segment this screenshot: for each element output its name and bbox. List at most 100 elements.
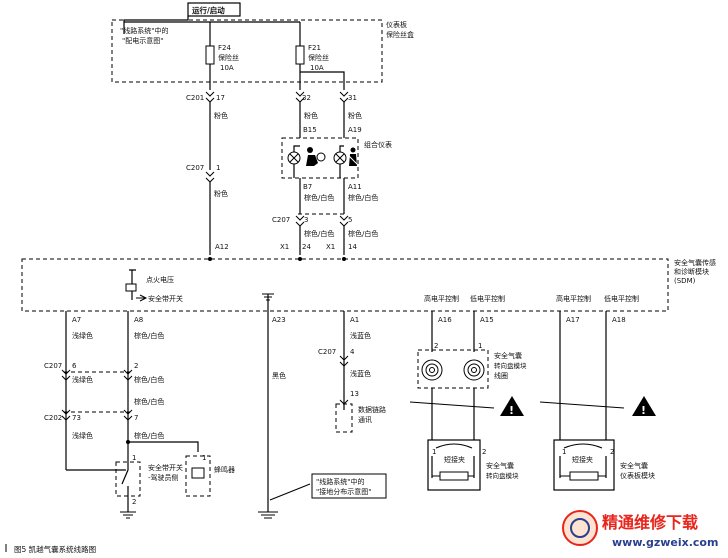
wheel-module-pin-2: 2 bbox=[482, 448, 486, 456]
seatbelt-lamp-cross bbox=[335, 153, 345, 163]
high-control-2: 高电平控制 bbox=[556, 294, 591, 303]
pin-5: 5 bbox=[348, 216, 352, 224]
belt-switch-label-2: -驾驶员侧 bbox=[148, 473, 179, 482]
wire-label-lightgreen-3: 浅绿色 bbox=[72, 431, 93, 440]
c207-arrow-left bbox=[205, 171, 215, 183]
pin-a17: A17 bbox=[566, 316, 580, 324]
pin-4: 4 bbox=[350, 348, 355, 356]
wire-label-pink-1: 粉色 bbox=[214, 111, 228, 120]
wire-label-brown-white-8: 棕色/白色 bbox=[134, 431, 164, 440]
belt-switch-input-label: 安全带开关 bbox=[148, 294, 183, 303]
short-bar-clip-1 bbox=[435, 443, 473, 449]
coil-pin-2: 2 bbox=[434, 342, 438, 350]
wheel-squib-icon bbox=[439, 471, 469, 481]
c207-arrow-mid-a bbox=[295, 215, 305, 227]
wire-cluster-in-2 bbox=[339, 124, 345, 152]
power-distribution-note-1: "线路系统"中的 bbox=[120, 26, 168, 35]
ip-module-pin-2: 2 bbox=[610, 448, 614, 456]
sdm-ground-symbol bbox=[262, 293, 274, 301]
fuse-f21-desc: 保险丝 bbox=[308, 53, 329, 62]
wire-coil-to-module bbox=[431, 388, 475, 448]
buzzer-icon bbox=[191, 467, 205, 479]
pin-24: 24 bbox=[302, 243, 311, 251]
wire-label-pink-2: 粉色 bbox=[304, 111, 318, 120]
short-bar-clip-2 bbox=[563, 443, 603, 449]
fuse-f21-amp: 10A bbox=[310, 64, 324, 72]
low-control-1: 低电平控制 bbox=[470, 294, 505, 303]
pin-31: 31 bbox=[348, 94, 357, 102]
ip-break-line bbox=[539, 401, 625, 409]
warning-triangle-icon-2: ! bbox=[632, 396, 656, 417]
pin-a19: A19 bbox=[348, 126, 362, 134]
wire-label-brown-white-6: 棕色/白色 bbox=[134, 375, 164, 384]
coil-label-3: 线圈 bbox=[494, 371, 508, 380]
fuse-f24 bbox=[205, 45, 215, 65]
ign-voltage-label: 点火电压 bbox=[146, 275, 174, 284]
ground-note-leader bbox=[269, 483, 311, 501]
fuse-block-outline bbox=[111, 19, 383, 83]
fuse-f24-name: F24 bbox=[218, 44, 231, 52]
sdm-title-2: 和诊断模块 bbox=[674, 267, 709, 276]
c202-arrow-b bbox=[123, 409, 133, 421]
buzzer-pin-1: 1 bbox=[202, 454, 206, 462]
wire-f21-branch bbox=[300, 71, 345, 90]
c207-lower-arrow-b bbox=[123, 369, 133, 381]
pin-13: 13 bbox=[350, 390, 359, 398]
belt-switch-label-1: 安全带开关 bbox=[148, 463, 183, 472]
wire-cluster-out-2 bbox=[339, 164, 345, 200]
wheel-module-label-1: 安全气囊 bbox=[486, 461, 514, 470]
pin-7: 7 bbox=[134, 414, 138, 422]
wire-label-brown-white-1: 棕色/白色 bbox=[304, 193, 334, 202]
airbag-warning-symbol-icon bbox=[306, 147, 326, 166]
connector-c201: C201 bbox=[186, 94, 204, 102]
run-start-label: 运行/启动 bbox=[192, 5, 225, 15]
ip-squib-icon bbox=[569, 471, 599, 481]
seatbelt-warning-symbol-icon bbox=[347, 147, 359, 166]
coil-break-line bbox=[409, 401, 495, 409]
sdm-title-1: 安全气囊传感 bbox=[674, 258, 716, 267]
pin-32: 32 bbox=[302, 94, 311, 102]
wire-to-buzzer bbox=[128, 441, 199, 452]
connector-c207-lower: C207 bbox=[44, 362, 62, 370]
coil-spiral-right-icon bbox=[463, 359, 485, 381]
pin-b7: B7 bbox=[303, 183, 312, 191]
coil-pin-1: 1 bbox=[478, 342, 482, 350]
pin-a16: A16 bbox=[438, 316, 452, 324]
buzzer-outline bbox=[185, 455, 211, 497]
c202-arrow-a bbox=[61, 409, 71, 421]
ground-note-2: "接地分布示意图" bbox=[316, 487, 371, 496]
fuse-f24-amp: 10A bbox=[220, 64, 234, 72]
power-distribution-note-2: "配电示意图" bbox=[122, 36, 163, 45]
coil-outline bbox=[417, 349, 489, 389]
pin-6: 6 bbox=[72, 362, 77, 370]
pin-2: 2 bbox=[134, 362, 138, 370]
data-link-label-1: 数据链路 bbox=[358, 405, 386, 414]
wire-label-lightblue-1: 浅蓝色 bbox=[350, 331, 371, 340]
airbag-lamp-cross bbox=[289, 153, 299, 163]
ip-module-box bbox=[553, 439, 615, 491]
connector-c207-dlc: C207 bbox=[318, 348, 336, 356]
pin-a8: A8 bbox=[134, 316, 143, 324]
coil-label-1: 安全气囊 bbox=[494, 351, 522, 360]
pin-b15: B15 bbox=[303, 126, 317, 134]
sdm-title-3: (SDM) bbox=[674, 277, 696, 285]
dlc-arrow bbox=[339, 399, 349, 405]
fuse-f24-desc: 保险丝 bbox=[218, 53, 239, 62]
belt-switch-pin-1: 1 bbox=[132, 454, 136, 462]
svg-text:!: ! bbox=[641, 404, 646, 417]
figure-caption: 图5 凯越气囊系统线路图 bbox=[14, 544, 96, 554]
fuse-block-title-1: 仪表板 bbox=[386, 20, 407, 29]
buzzer-label: 蜂鸣器 bbox=[214, 465, 235, 474]
watermark-line-2: www.gzweix.com bbox=[612, 536, 718, 549]
wire-label-black: 黑色 bbox=[272, 371, 286, 380]
watermark-line-1: 精通维修下载 bbox=[602, 513, 698, 532]
wire-label-lightblue-2: 浅蓝色 bbox=[350, 369, 371, 378]
fuse-f21-name: F21 bbox=[308, 44, 321, 52]
pin-x1-a: X1 bbox=[280, 243, 289, 251]
belt-switch-ground-symbol bbox=[120, 511, 136, 519]
run-start-box bbox=[187, 2, 241, 17]
belt-switch-pin-2: 2 bbox=[132, 498, 136, 506]
pin-a15: A15 bbox=[480, 316, 494, 324]
ign-resistor bbox=[125, 283, 137, 292]
belt-input-arrow bbox=[136, 294, 148, 302]
